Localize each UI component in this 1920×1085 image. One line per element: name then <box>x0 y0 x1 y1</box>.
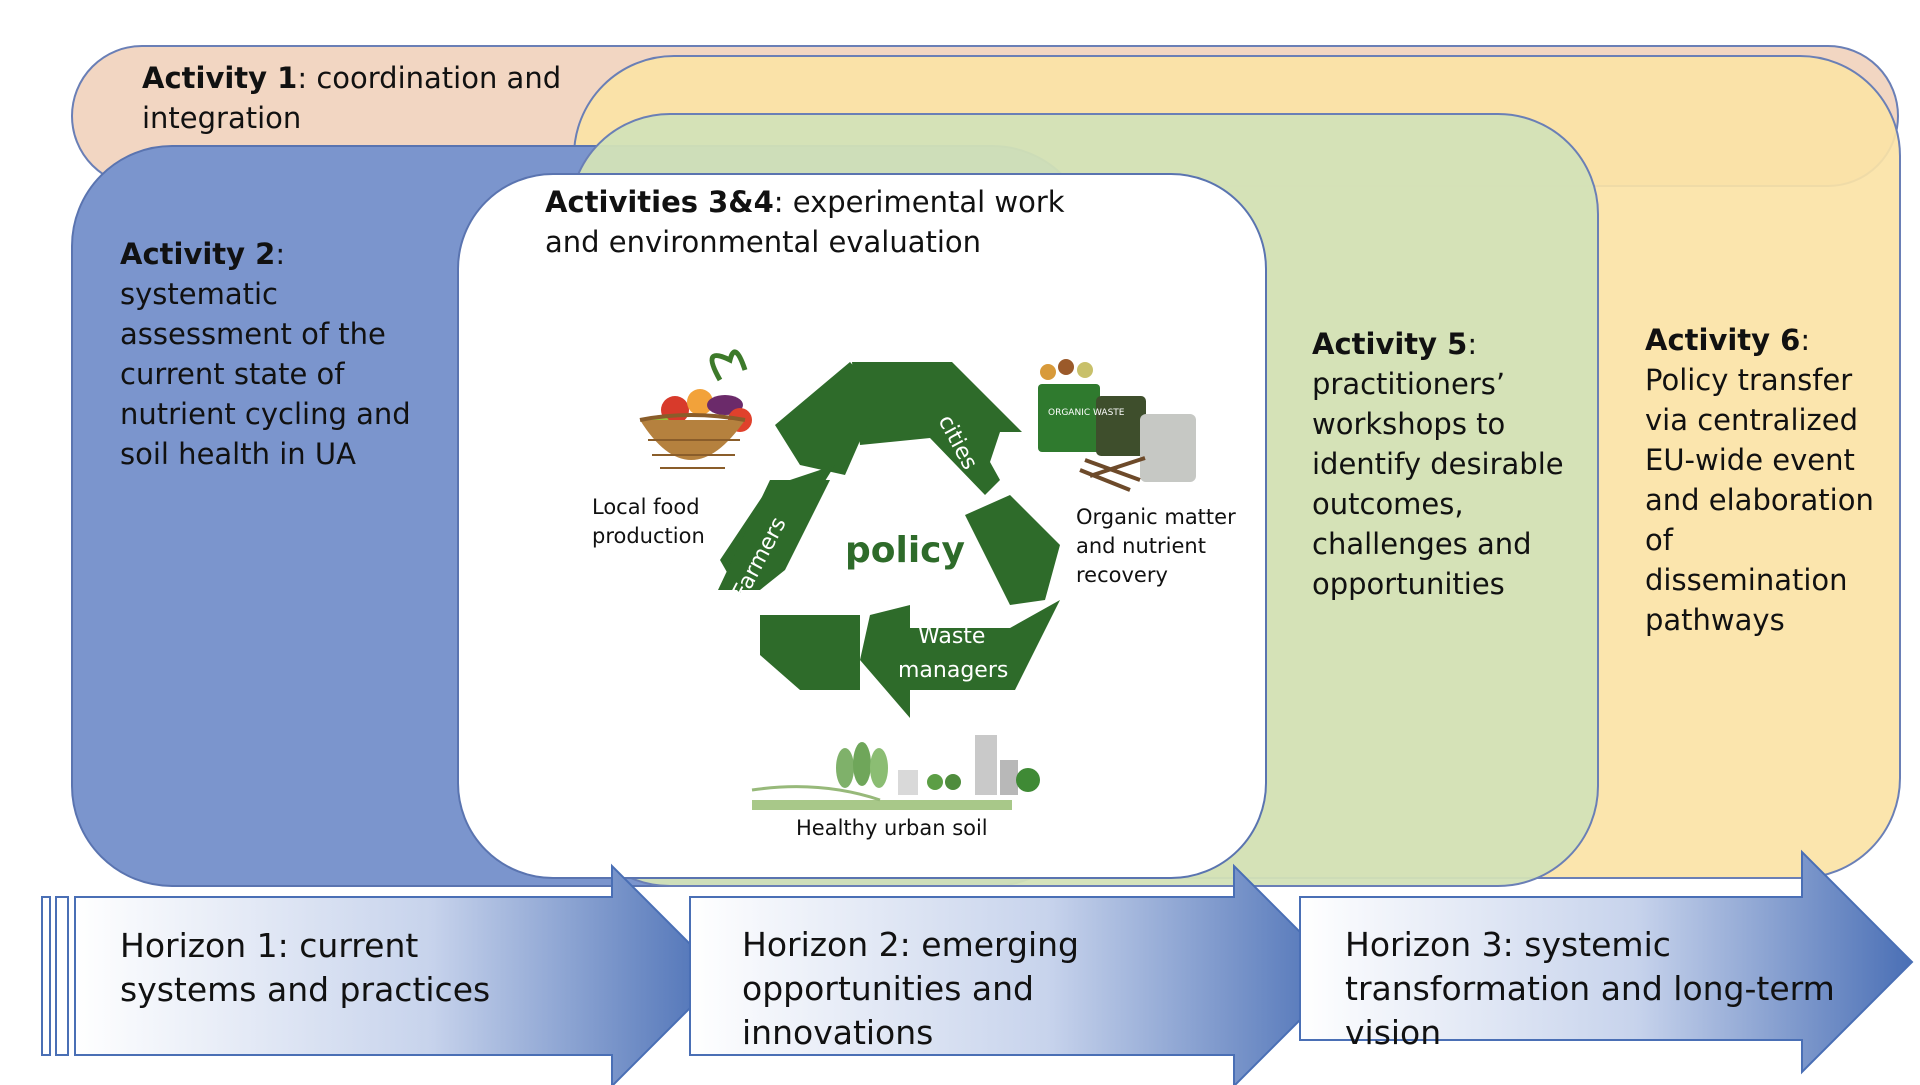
activity-5-title: Activity 5 <box>1312 327 1468 361</box>
activity-1-desc: : coordination and integration <box>142 61 562 135</box>
caption-healthy-soil: Healthy urban soil <box>796 816 988 840</box>
activity-2-text: Activity 2: systematic assessment of the… <box>120 234 440 474</box>
activity-6-text: Activity 6: Policy transfer via centrali… <box>1645 320 1880 640</box>
urban-landscape-icon <box>751 735 1040 810</box>
horizon-3-arrow <box>1299 849 1914 1075</box>
activity-2-desc: : systematic assessment of the current s… <box>120 237 411 471</box>
segment-label-managers: managers <box>898 658 1008 683</box>
horizon-1-label: Horizon 1: current systems and practices <box>120 926 491 1009</box>
activities-3-4-box <box>457 173 1267 879</box>
activity-5-text: Activity 5: practitioners’ workshops to … <box>1312 324 1572 604</box>
bin-label: ORGANIC WASTE <box>1048 408 1125 418</box>
food-basket-icon <box>639 349 752 469</box>
activity-1-text: Activity 1: coordination and integration <box>142 58 572 138</box>
activity-6-title: Activity 6 <box>1645 323 1801 357</box>
horizon-arrows <box>41 849 1914 1085</box>
horizon-2-label: Horizon 2: emerging opportunities and in… <box>742 925 1079 1052</box>
caption-organic-matter: Organic matter and nutrient recovery <box>1076 505 1236 587</box>
horizon-2-arrow <box>689 863 1346 1085</box>
cycle-arrow-top <box>852 362 1022 495</box>
activity-6-desc: : Policy transfer via centralized EU-wid… <box>1645 323 1874 637</box>
activities-3-4-text: Activities 3&4: experimental work and en… <box>545 182 1105 262</box>
activities-3-4-desc: : experimental work and environmental ev… <box>545 185 1065 259</box>
horizon-3-label: Horizon 3: systemic transformation and l… <box>1345 925 1835 1052</box>
horizon-1-arrow <box>74 863 724 1085</box>
recycle-cycle <box>718 362 1060 718</box>
activity-1-title: Activity 1 <box>142 61 298 95</box>
cycle-arrow-bottom <box>860 600 1060 718</box>
segment-label-waste: Waste <box>918 624 985 649</box>
caption-local-food: Local food production <box>592 495 705 548</box>
cycle-center-policy: policy <box>845 530 965 571</box>
activities-3-4-title: Activities 3&4 <box>545 185 774 219</box>
organic-waste-bins-icon <box>1038 359 1196 492</box>
activity-5-desc: : practitioners’ workshops to identify d… <box>1312 327 1564 601</box>
activity-2-title: Activity 2 <box>120 237 276 271</box>
